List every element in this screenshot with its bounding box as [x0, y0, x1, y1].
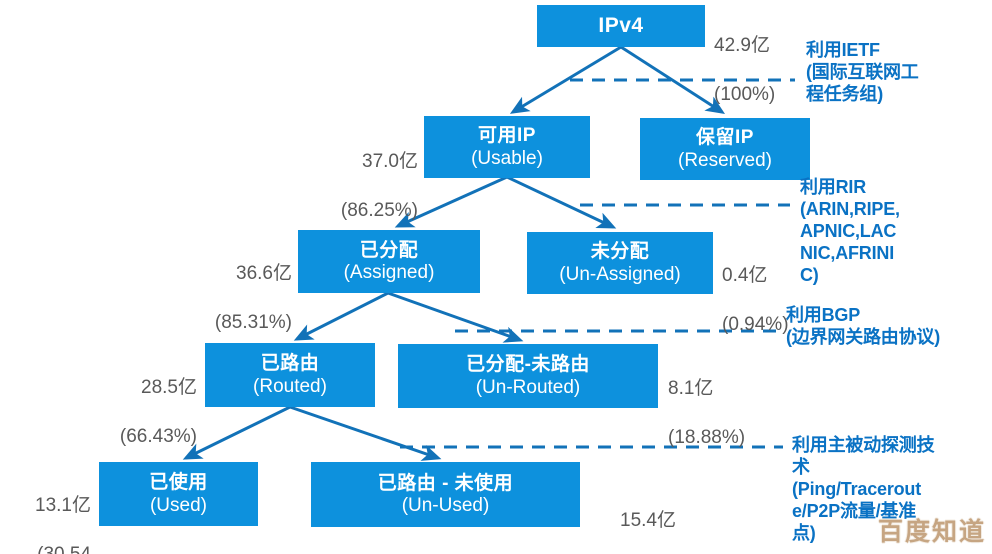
node-assigned[interactable]: 已分配 (Assigned): [298, 230, 480, 293]
stat-usable-amount: 37.0亿: [362, 151, 418, 173]
node-reserved[interactable]: 保留IP (Reserved): [640, 118, 810, 180]
annotation-probe: 利用主被动探测技 术 (Ping/Tracerout e/P2P流量/基准 点): [792, 435, 935, 543]
stat-assigned-amount: 36.6亿: [236, 263, 292, 285]
stat-unrouted: 8.1亿 (18.88%): [668, 353, 764, 475]
node-reserved-label-cn: 保留IP: [696, 127, 754, 149]
node-usable-label-cn: 可用IP: [478, 125, 536, 147]
stat-unrouted-amount: 8.1亿: [668, 378, 714, 400]
edge-ipv4-reserved: [620, 45, 726, 114]
node-unrouted-label-en: (Un-Routed): [475, 376, 581, 398]
edge-assigned-unrouted: [387, 291, 524, 343]
node-usable-label-en: (Usable): [471, 147, 543, 169]
stat-routed-percent: (66.43%): [119, 425, 197, 447]
stat-ipv4-percent: (100%): [714, 83, 776, 105]
annotation-bgp: 利用BGP (边界网关路由协议): [786, 305, 940, 347]
node-unused[interactable]: 已路由 - 未使用 (Un-Used): [311, 462, 580, 527]
stat-usable-percent: (86.25%): [340, 199, 418, 221]
watermark-baidu-zhidao: 百度知道: [877, 518, 986, 546]
node-ipv4-label-cn: IPv4: [598, 14, 644, 38]
edge-assigned-routed: [293, 291, 389, 341]
node-routed[interactable]: 已路由 (Routed): [205, 343, 375, 407]
stat-used-amount: 13.1亿: [35, 495, 91, 517]
stat-unassigned-percent: (0.94%): [722, 313, 789, 335]
stat-used: 13.1亿 (30.54 %): [1, 470, 91, 554]
node-assigned-label-cn: 已分配: [359, 239, 419, 261]
stat-unassigned-amount: 0.4亿: [722, 265, 768, 287]
node-used[interactable]: 已使用 (Used): [99, 462, 258, 526]
edge-usable-unassigned: [506, 175, 617, 229]
node-used-label-cn: 已使用: [149, 472, 208, 494]
stat-unrouted-percent: (18.88%): [668, 426, 746, 448]
node-unused-label-en: (Un-Used): [401, 495, 490, 516]
node-routed-label-en: (Routed): [253, 375, 327, 397]
stat-unused: 15.4亿 (35.89%): [620, 485, 730, 554]
edge-routed-unused: [289, 405, 442, 461]
stat-assigned: 36.6亿 (85.31%): [196, 238, 292, 360]
stat-routed-amount: 28.5亿: [141, 377, 197, 399]
stat-routed: 28.5亿 (66.43%): [101, 352, 197, 474]
node-unassigned-label-en: (Un-Assigned): [559, 263, 681, 285]
node-assigned-label-en: (Assigned): [343, 262, 435, 283]
node-used-label-en: (Used): [149, 494, 207, 516]
stat-ipv4-amount: 42.9亿: [714, 35, 770, 57]
node-ipv4[interactable]: IPv4: [537, 5, 705, 47]
node-unrouted[interactable]: 已分配-未路由 (Un-Routed): [398, 344, 658, 408]
edge-ipv4-usable: [509, 45, 622, 114]
stat-unassigned: 0.4亿 (0.94%): [722, 240, 814, 362]
node-unassigned-label-cn: 未分配: [590, 241, 650, 263]
stat-assigned-percent: (85.31%): [214, 311, 292, 333]
annotation-ietf: 利用IETF (国际互联网工 程任务组): [806, 40, 919, 104]
node-unrouted-label-cn: 已分配-未路由: [466, 354, 590, 376]
node-unused-label-cn: 已路由 - 未使用: [377, 472, 514, 494]
stat-usable: 37.0亿 (86.25%): [322, 126, 418, 248]
node-reserved-label-en: (Reserved): [678, 149, 772, 171]
edge-routed-used: [182, 405, 291, 460]
node-unassigned[interactable]: 未分配 (Un-Assigned): [527, 232, 713, 294]
annotation-rir: 利用RIR (ARIN,RIPE, APNIC,LAC NIC,AFRINI C…: [800, 177, 900, 285]
stat-ipv4: 42.9亿 (100%): [714, 10, 806, 132]
node-routed-label-cn: 已路由: [260, 353, 320, 375]
stat-unused-amount: 15.4亿: [620, 510, 676, 532]
node-usable[interactable]: 可用IP (Usable): [424, 116, 590, 178]
stat-used-percent: (30.54 %): [1, 543, 91, 554]
